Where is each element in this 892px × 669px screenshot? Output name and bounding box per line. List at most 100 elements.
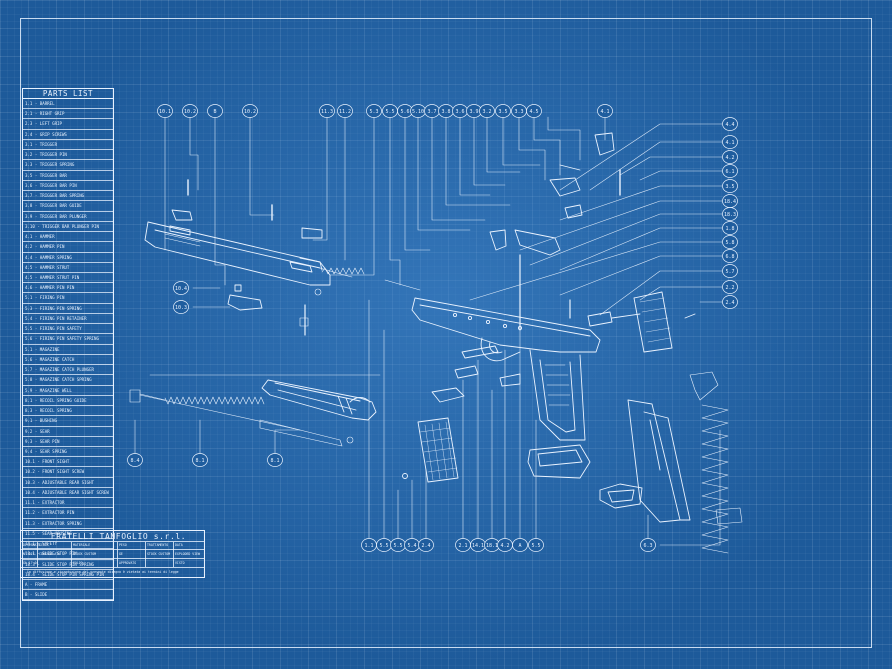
callout-label: 8.4 xyxy=(130,458,139,464)
parts-list-item: 4.5 - HAMMER STRUT PIN xyxy=(23,273,113,284)
parts-list-item: 10.2 - FRONT SIGHT SCREW xyxy=(23,467,113,478)
parts-list-item: 14.1 - SAFETY xyxy=(23,539,113,550)
callout-bubble: 3.7 xyxy=(424,104,440,118)
callout-bubble: B xyxy=(207,104,223,118)
parts-list-item: 5.5 - FIRING PIN SAFETY xyxy=(23,324,113,335)
callout-bubble: 10.4 xyxy=(173,281,189,295)
callout-bubble: 18.4 xyxy=(722,194,738,208)
right-grip-part xyxy=(633,291,696,353)
callout-label: 3.7 xyxy=(427,109,436,115)
magazine-spring-part xyxy=(689,371,743,554)
callout-label: 18.3 xyxy=(724,212,736,218)
title-block-cell: TRATTAMENTO xyxy=(147,543,169,547)
callout-bubble: 6.8 xyxy=(722,249,738,263)
callout-bubble: 3.2 xyxy=(479,104,495,118)
callout-bubble: 10.3 xyxy=(173,300,189,314)
leader-lines xyxy=(134,116,723,546)
parts-list-item: 5.7 - MAGAZINE CATCH PLUNGER xyxy=(23,365,113,376)
callout-label: 6.3 xyxy=(643,543,652,549)
parts-list-item: 3.6 - TRIGGER BAR PIN xyxy=(23,181,113,192)
parts-list-item: 3.8 - TRIGGER BAR GUIDE xyxy=(23,201,113,212)
parts-list-item: 18.3 - SLIDE STOP PIN SPRING xyxy=(23,560,113,570)
parts-list-item: 18.1 - SLIDE STOP PIN xyxy=(23,549,113,560)
callout-bubble: 10.2 xyxy=(242,104,258,118)
callout-bubble: 1.8 xyxy=(722,221,738,235)
parts-list-item: 4.6 - HAMMER PIN PIN xyxy=(23,283,113,294)
title-block-cell: CONTROLLATO xyxy=(39,552,61,556)
title-block-cell: MATERIALE xyxy=(73,543,91,547)
drawing-frame xyxy=(20,18,872,648)
callout-bubble: 2.1 xyxy=(455,538,471,552)
callout-label: 3.8 xyxy=(441,109,450,115)
parts-list-item: 10.1 - FRONT SIGHT xyxy=(23,457,113,468)
callout-bubble: 3.5 xyxy=(722,179,738,193)
callout-label: 4.1 xyxy=(725,140,734,146)
parts-list-item: B - SLIDE xyxy=(23,590,113,601)
parts-list-item: 5.1 - FIRING PIN xyxy=(23,293,113,304)
callout-bubble: 4.4 xyxy=(722,117,738,131)
callout-bubble: 5.7 xyxy=(722,264,738,278)
parts-list-item: 4.5 - HAMMER STRUT xyxy=(23,263,113,273)
callout-label: 8.1 xyxy=(195,458,204,464)
parts-list-item: 4.1 - HAMMER xyxy=(23,232,113,243)
parts-list-item: 4.4 - HAMMER SPRING xyxy=(23,253,113,263)
callout-bubble: 4.2 xyxy=(497,538,513,552)
callout-label: 18.4 xyxy=(724,199,736,205)
parts-list-item: 3.5 - TRIGGER BAR xyxy=(23,171,113,181)
callout-label: 1.1 xyxy=(364,543,373,549)
callout-bubble: 8.1 xyxy=(267,453,283,467)
parts-list-item: 11.1 - EXTRACTOR xyxy=(23,498,113,509)
callout-label: 4.2 xyxy=(725,155,734,161)
callout-label: 2.1 xyxy=(458,543,467,549)
parts-list-item: 11.2 - EXTRACTOR PIN xyxy=(23,508,113,519)
barrel-part xyxy=(261,379,377,421)
parts-list-item: 18.4 - SLIDE STOP PIN SPRING PIN xyxy=(23,570,113,581)
parts-list-item: 4.2 - HAMMER PIN xyxy=(23,242,113,253)
parts-list-item: 5.6 - FIRING PIN SAFETY SPRING xyxy=(23,334,113,345)
callout-label: 18.1 xyxy=(486,543,498,549)
callout-label: 5.6 xyxy=(400,109,409,115)
callout-label: 10.2 xyxy=(244,109,256,115)
frame-part xyxy=(411,297,601,441)
callout-bubble: 6.3 xyxy=(640,538,656,552)
callout-bubble: 4.1 xyxy=(597,104,613,118)
parts-list-title: PARTS LIST xyxy=(23,89,113,99)
callout-bubble: 5.5 xyxy=(390,538,406,552)
callout-label: 5.7 xyxy=(725,269,734,275)
parts-list-item: 8.3 - RECOIL SPRING xyxy=(23,406,113,417)
parts-list-item: 11.3 - EXTRACTOR SPRING xyxy=(23,519,113,529)
parts-list-item: 5.4 - FIRING PIN RETAINER xyxy=(23,314,113,325)
callout-bubble: 11.3 xyxy=(319,104,335,118)
callout-bubble: A xyxy=(512,538,528,552)
title-block-cell: STOCK CUSTOM xyxy=(147,552,171,556)
callout-bubble: 11.2 xyxy=(337,104,353,118)
callout-label: 5.5 xyxy=(393,543,402,549)
callout-bubble: 4.1 xyxy=(722,135,738,149)
callout-label: 4.4 xyxy=(725,122,734,128)
firm-name: FRATELLI TANFOGLIO s.r.l. xyxy=(50,532,187,541)
parts-list-item: 9.1 - BUSHING xyxy=(23,416,113,427)
callout-label: 2.4 xyxy=(725,300,734,306)
callout-bubble: 14.1 xyxy=(470,538,486,552)
title-block-cell: EXPLODED VIEW xyxy=(175,552,200,556)
callout-bubble: 10.1 xyxy=(157,104,173,118)
callout-label: 5.4 xyxy=(407,543,416,549)
parts-list-item: 10.3 - ADJUSTABLE REAR SIGHT xyxy=(23,478,113,488)
callout-label: 5.8 xyxy=(725,240,734,246)
callout-bubble: 5.3 xyxy=(366,104,382,118)
callout-label: 11.3 xyxy=(321,109,333,115)
title-block-cell: GE xyxy=(119,552,123,556)
parts-list-item: 2.3 - LEFT GRIP xyxy=(23,119,113,130)
parts-list-item: 3.10 - TRIGGER BAR PLUNGER PIN xyxy=(23,222,113,233)
slide-part xyxy=(144,221,331,286)
parts-list-item: 9.3 - SEAR PIN xyxy=(23,437,113,447)
parts-list-item: 3.2 - TRIGGER PIN xyxy=(23,150,113,161)
callout-bubble: 5.5 xyxy=(382,104,398,118)
magazine-part xyxy=(599,399,691,523)
callout-label: 5.3 xyxy=(369,109,378,115)
callout-bubble: 2.4 xyxy=(418,538,434,552)
callout-label: 4.1 xyxy=(600,109,609,115)
